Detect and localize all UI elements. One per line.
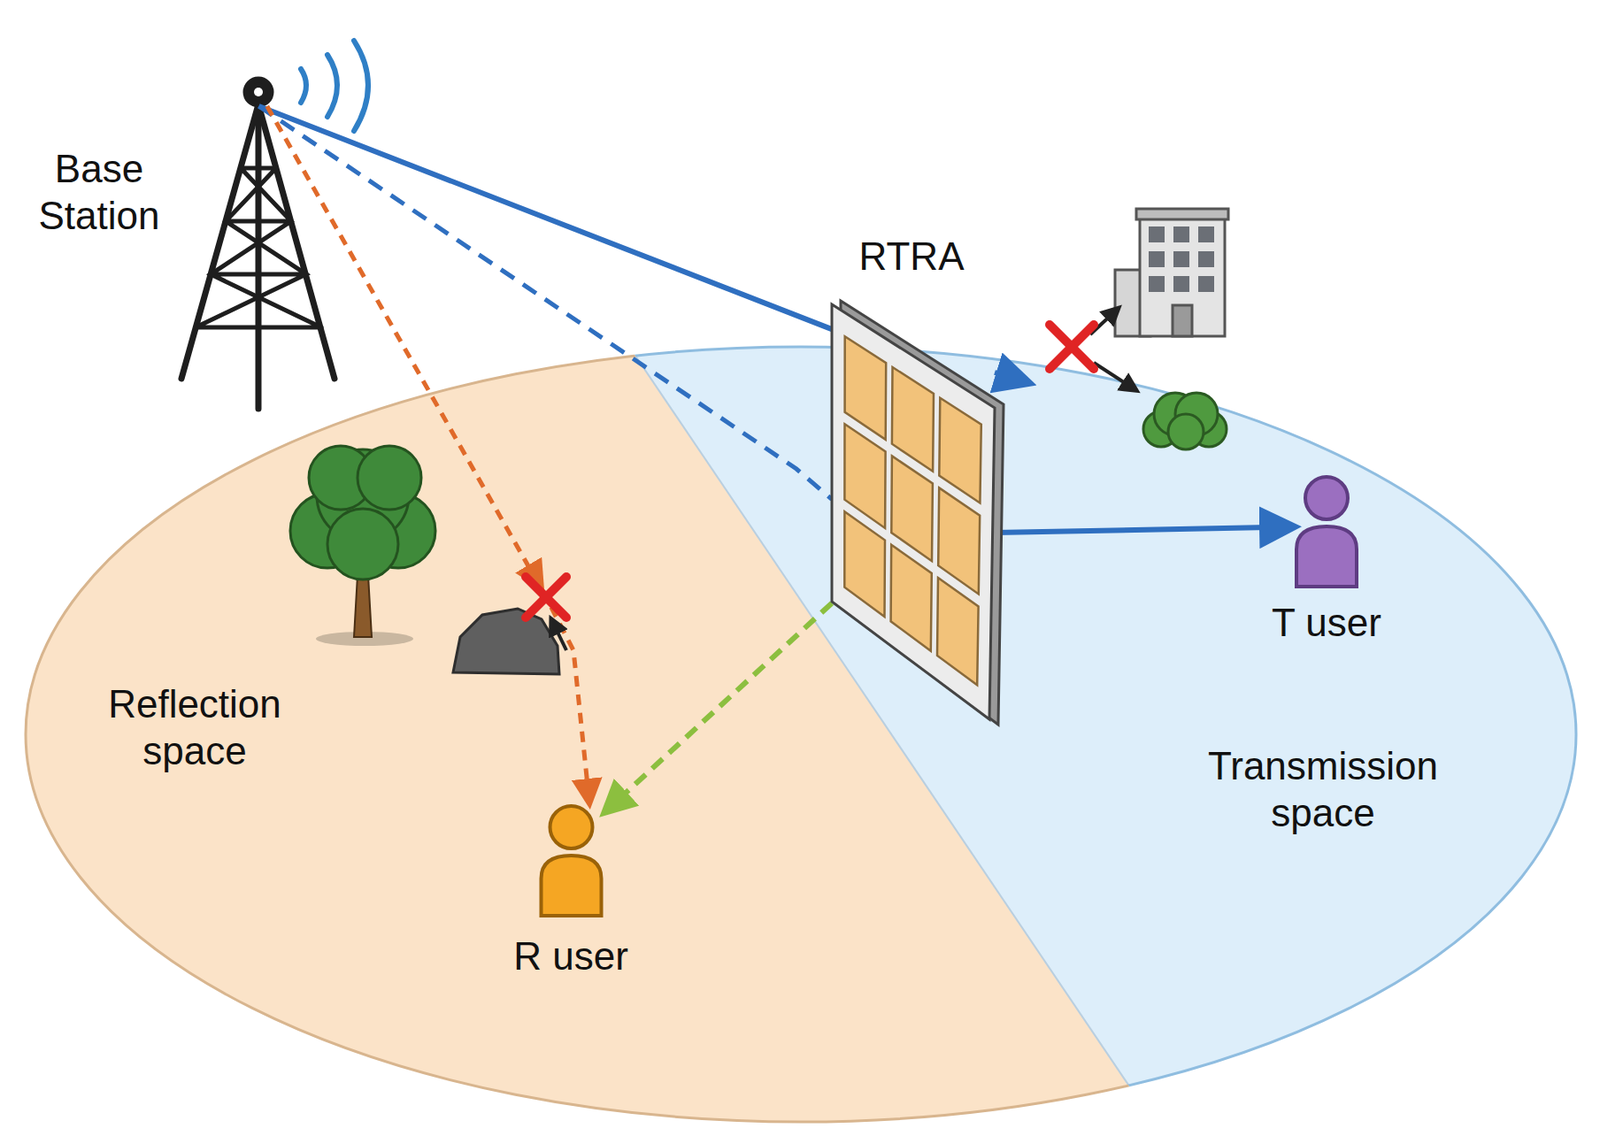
signal-path bbox=[259, 106, 833, 330]
transmission-region bbox=[574, 265, 1600, 1136]
scatter-arrow bbox=[552, 621, 567, 651]
blocked-mark bbox=[525, 576, 567, 618]
rtra-panel: RTRA bbox=[831, 304, 995, 720]
user-figure bbox=[1291, 471, 1362, 590]
region-label: Transmission space bbox=[1185, 743, 1461, 838]
node-label: RTRA bbox=[849, 233, 974, 281]
bush bbox=[1143, 392, 1227, 450]
t-user: T user bbox=[1291, 471, 1362, 590]
panel-art bbox=[831, 304, 995, 720]
node-label: T user bbox=[1238, 600, 1416, 647]
node-label: R user bbox=[482, 933, 660, 981]
region-label: Reflection space bbox=[88, 681, 301, 776]
ground-outline bbox=[25, 346, 1577, 1123]
node-label: Base Station bbox=[19, 146, 179, 240]
rock bbox=[453, 608, 560, 675]
building-windows bbox=[1148, 226, 1215, 293]
signal-path bbox=[607, 603, 832, 811]
signal-path bbox=[259, 106, 833, 500]
blocked-mark bbox=[1049, 324, 1094, 370]
region-boundary bbox=[574, 265, 1173, 1136]
signal-path bbox=[994, 527, 1292, 534]
ground-outline bbox=[25, 346, 1577, 1123]
building bbox=[1115, 208, 1229, 337]
radio-waves bbox=[300, 40, 369, 131]
base-station: Base Station bbox=[176, 106, 341, 409]
blocked-beam bbox=[994, 372, 1027, 383]
tree bbox=[290, 446, 436, 647]
signal-path bbox=[267, 106, 590, 801]
user-figure bbox=[535, 800, 608, 919]
r-user: R user bbox=[535, 800, 608, 919]
scatter-arrow bbox=[1093, 362, 1135, 390]
